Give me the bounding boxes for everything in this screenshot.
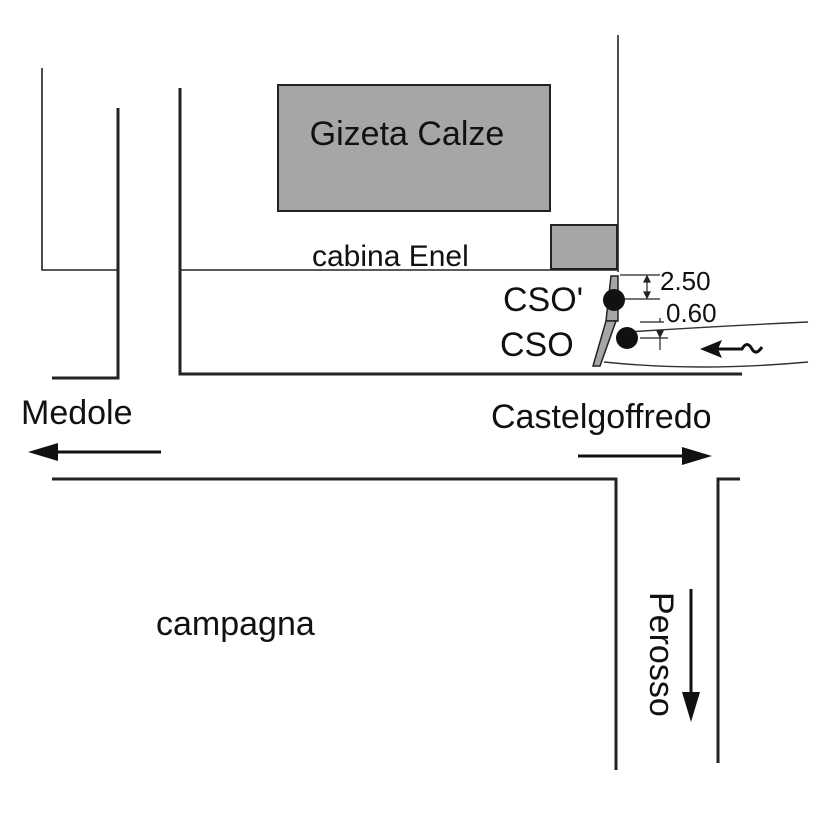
dimension-lower-label: 0.60: [666, 298, 717, 328]
arrow-icon: [682, 589, 700, 722]
left-property-boundary: [41, 68, 117, 271]
gizeta-calze-building: [277, 84, 551, 212]
incoming-channel-bottom: [603, 361, 809, 368]
south-road-edge-west: [52, 477, 618, 770]
cso-point: [616, 327, 638, 349]
cabina-enel-building: [550, 224, 618, 270]
cso-prime-point: [603, 289, 625, 311]
castelgoffredo-label: Castelgoffredo: [491, 398, 712, 436]
weir-structure-lower: [592, 320, 618, 367]
site-boundary: [178, 88, 742, 376]
cso-prime-label: CSO': [503, 281, 583, 319]
road-lines: [41, 35, 742, 770]
arrow-icon: [28, 443, 161, 461]
substation-label: cabina Enel: [312, 240, 469, 273]
campagna-label: campagna: [156, 605, 315, 643]
arrow-icon: [578, 447, 712, 465]
incoming-channel-top: [626, 321, 809, 333]
dimension-markers: [620, 274, 668, 350]
cso-label: CSO: [500, 326, 574, 364]
wavy-arrow-icon: [700, 340, 764, 358]
perosso-label: Perosso: [642, 592, 680, 717]
west-road-edge: [52, 108, 120, 380]
south-road-edge-east: [716, 477, 740, 763]
dimension-upper-label: 2.50: [660, 266, 711, 296]
medole-label: Medole: [21, 394, 133, 432]
building-label: Gizeta Calze: [310, 115, 505, 153]
